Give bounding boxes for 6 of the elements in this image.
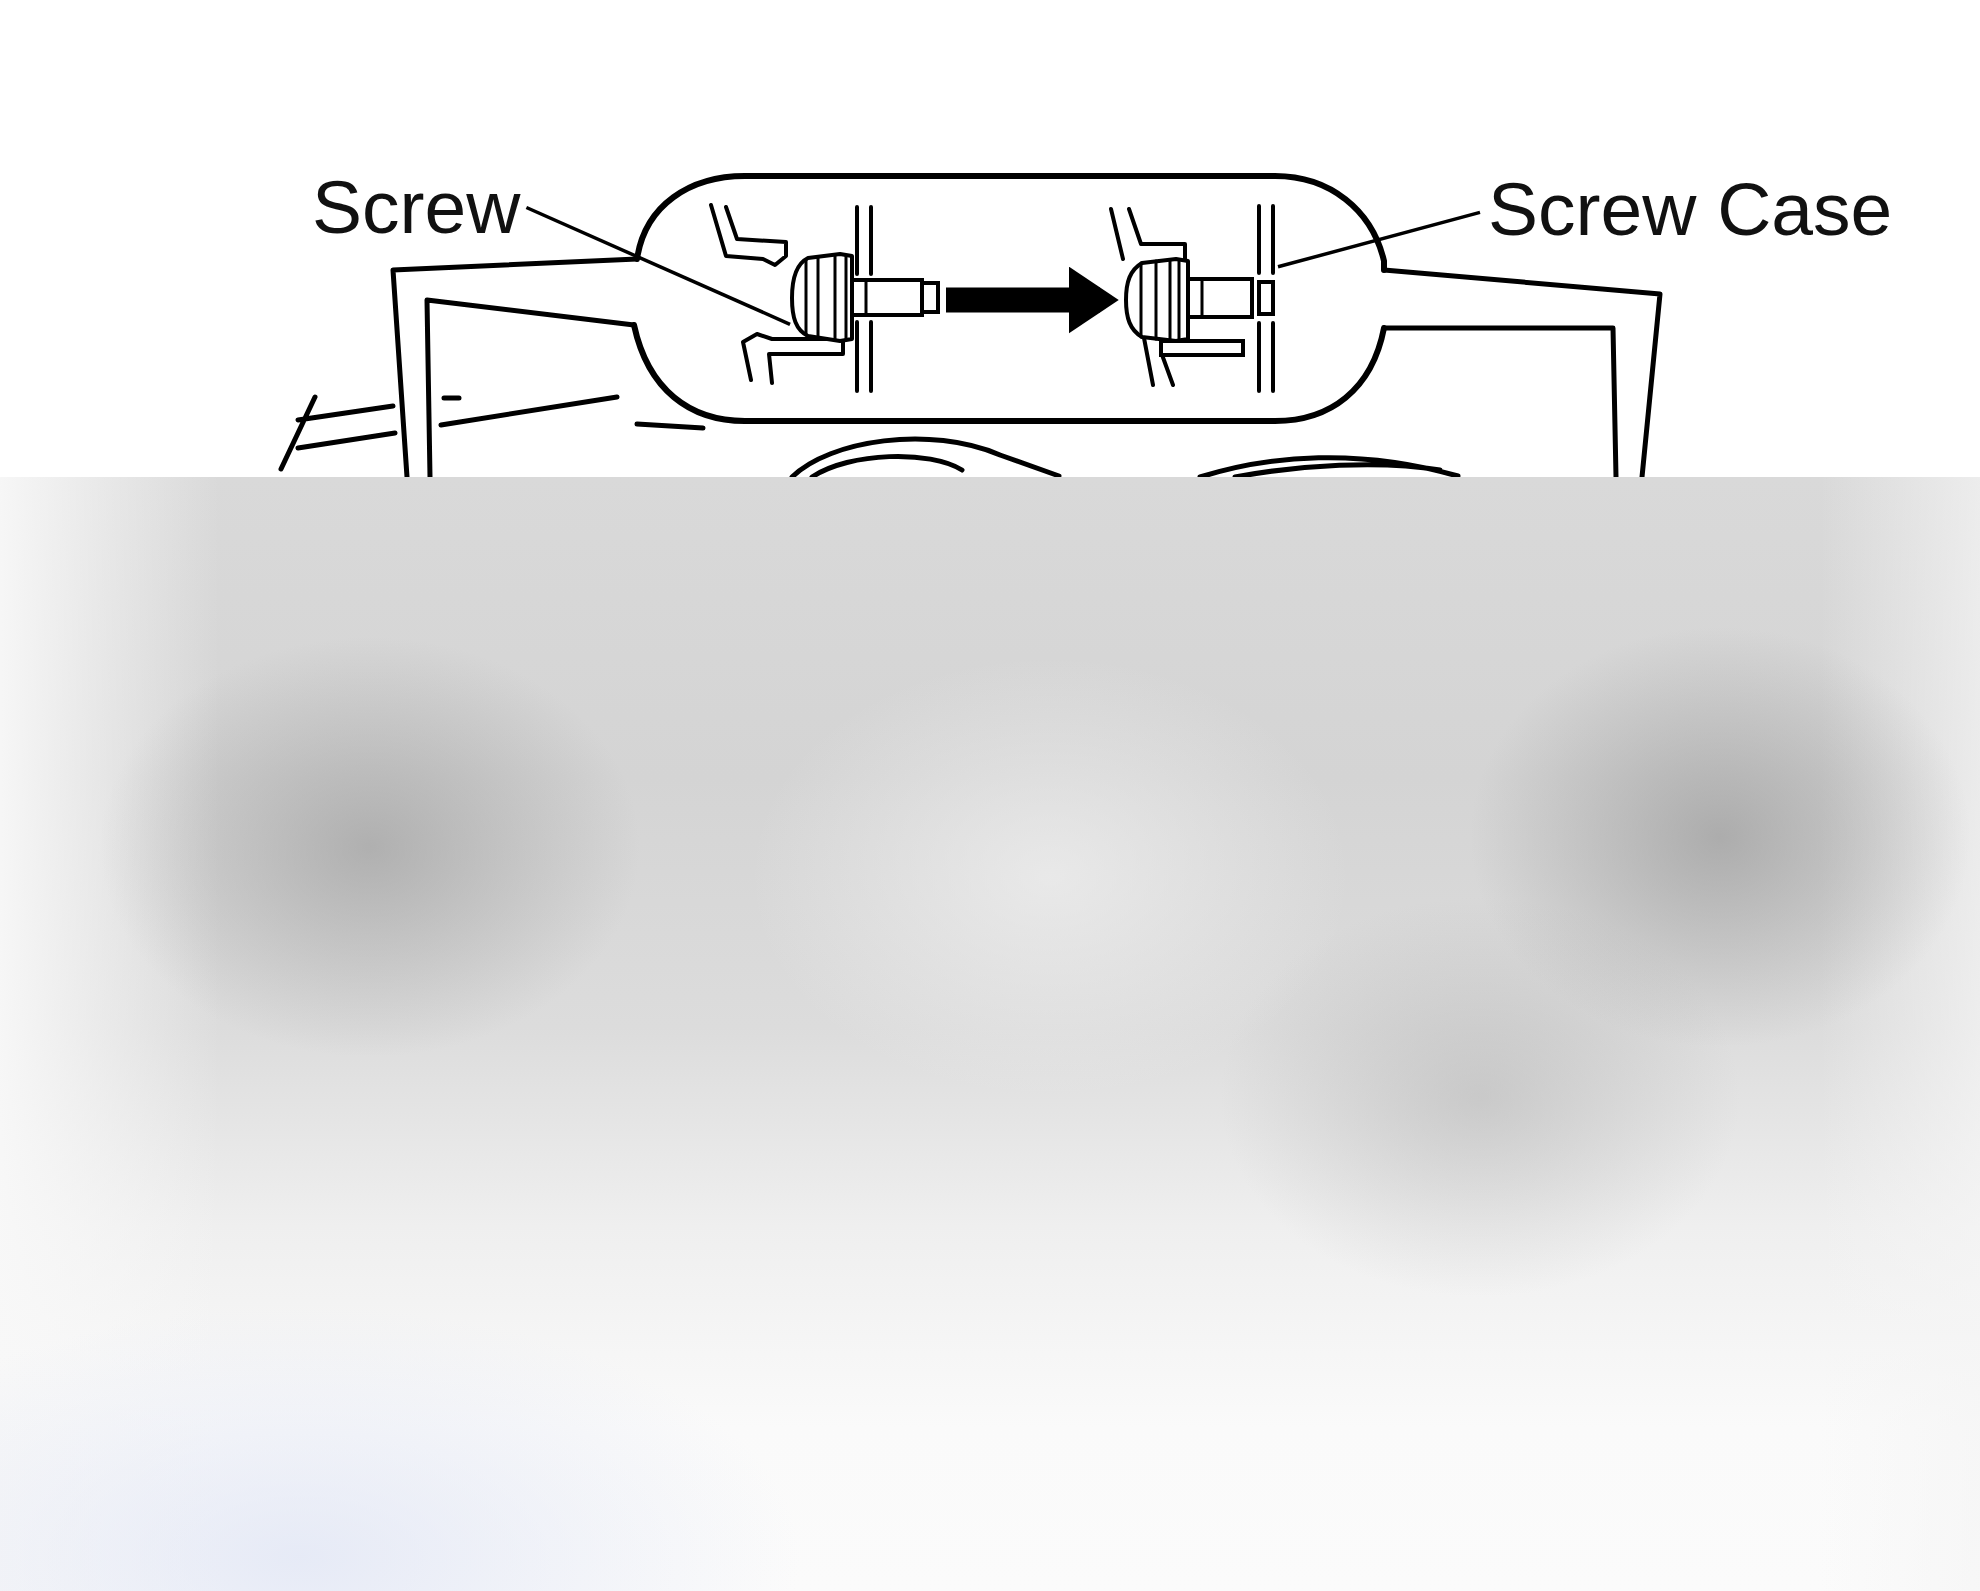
arrow [946,266,1119,334]
part-label: Screw Case [1480,166,1893,253]
leader-line [1277,210,1481,269]
part-label: Screw [312,164,527,251]
leader-line [525,205,791,326]
case-wall [1256,203,1278,395]
